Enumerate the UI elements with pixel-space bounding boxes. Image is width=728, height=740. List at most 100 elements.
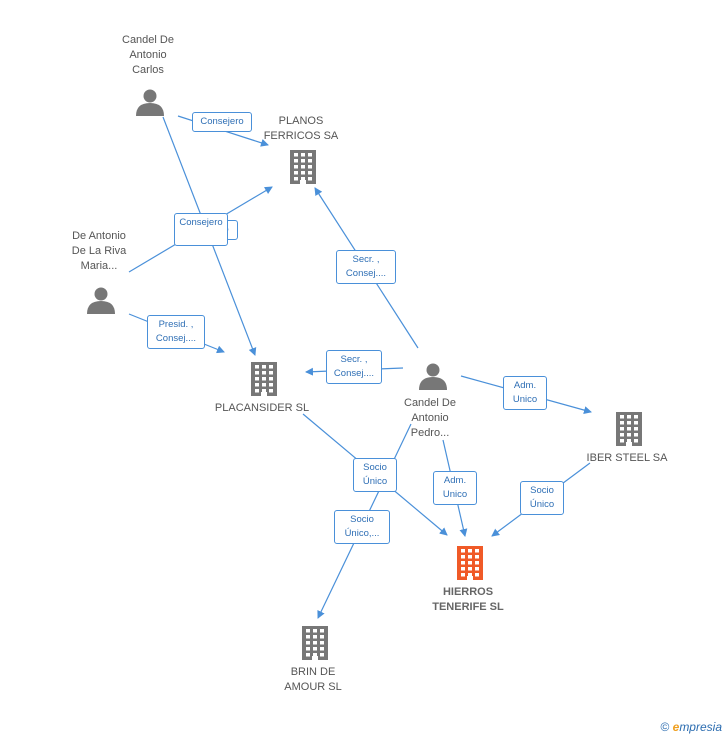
building-window — [294, 165, 298, 169]
node-label-placansider[interactable]: PLACANSIDER SL — [202, 401, 322, 416]
edge-label-e4[interactable]: Presid. ,Consej.... — [147, 315, 205, 349]
building-window — [269, 371, 273, 375]
building-window — [634, 439, 638, 443]
edge-label-line: Adm. — [443, 475, 467, 486]
building-window — [320, 629, 324, 633]
node-label-line: Candel De — [122, 34, 174, 46]
building-window — [461, 549, 465, 553]
node-label-line: De La Riva — [71, 245, 127, 257]
building-window — [468, 561, 472, 565]
building-icon[interactable] — [302, 626, 328, 660]
building-window — [306, 635, 310, 639]
node-label-line: AMOUR SL — [284, 681, 342, 693]
edge-label-e3[interactable]: Consejero — [174, 213, 228, 246]
building-window — [255, 389, 259, 393]
node-label-line: TENERIFE SL — [432, 601, 504, 613]
building-icon[interactable] — [616, 412, 642, 446]
building-window — [269, 383, 273, 387]
edge-label-line: Unico — [512, 394, 538, 405]
building-window — [634, 415, 638, 419]
building-icon[interactable] — [290, 150, 316, 184]
building-window — [255, 365, 259, 369]
building-window — [269, 377, 273, 381]
person-icon[interactable] — [87, 287, 115, 315]
building-window — [306, 653, 310, 657]
edge-label-e6[interactable]: Secr. , Consej.... — [326, 350, 382, 384]
node-label-line: FERRICOS SA — [263, 130, 339, 142]
building-window — [461, 555, 465, 559]
footer-brand[interactable]: © empresia — [660, 720, 722, 734]
person-icon[interactable] — [136, 89, 164, 117]
edge-label-line: Secr. , — [340, 354, 368, 365]
building-window — [620, 427, 624, 431]
edge-label-line: Socio — [350, 514, 374, 525]
edge-label-e7[interactable]: Adm.Unico — [503, 376, 547, 410]
building-window — [620, 433, 624, 437]
building-door — [261, 392, 267, 396]
person-body — [419, 377, 447, 390]
person-head — [143, 89, 157, 103]
node-label-line: Pedro... — [410, 427, 450, 439]
node-label-line: De Antonio — [72, 230, 126, 242]
edge-label-e1[interactable]: Consejero — [192, 112, 252, 132]
building-window — [468, 549, 472, 553]
building-window — [269, 365, 273, 369]
edge-label-line: Socio — [363, 462, 387, 473]
building-window — [262, 365, 266, 369]
building-window — [301, 165, 305, 169]
building-window — [468, 555, 472, 559]
building-window — [255, 383, 259, 387]
edge-label-line: Presid. , — [158, 319, 194, 330]
building-window — [475, 555, 479, 559]
building-window — [308, 165, 312, 169]
building-icon[interactable] — [251, 362, 277, 396]
node-label-planos-ferricos[interactable]: PLANOS FERRICOS SA — [246, 114, 356, 144]
person-icon[interactable] — [419, 363, 447, 391]
building-door — [300, 180, 306, 184]
building-window — [255, 371, 259, 375]
person-head — [94, 287, 108, 301]
building-icon[interactable] — [457, 546, 483, 580]
building-window — [269, 389, 273, 393]
building-window — [308, 171, 312, 175]
building-window — [262, 377, 266, 381]
building-window — [634, 427, 638, 431]
building-window — [475, 573, 479, 577]
node-label-iber-steel[interactable]: IBER STEEL SA — [572, 451, 682, 466]
edge-label-e8[interactable]: Adm.Unico — [433, 471, 477, 505]
building-window — [306, 629, 310, 633]
edge-label-line: Consej.... — [333, 368, 375, 379]
building-window — [320, 653, 324, 657]
building-window — [262, 389, 266, 393]
building-window — [255, 377, 259, 381]
building-window — [468, 573, 472, 577]
building-window — [468, 567, 472, 571]
building-door — [312, 656, 318, 660]
edge-label-line: Secr. , — [352, 254, 380, 265]
building-window — [313, 641, 317, 645]
building-window — [627, 433, 631, 437]
building-window — [294, 159, 298, 163]
building-window — [308, 159, 312, 163]
building-window — [306, 647, 310, 651]
copyright-symbol: © — [660, 720, 670, 734]
building-window — [620, 415, 624, 419]
edge-label-line: Consej.... — [345, 268, 387, 279]
building-window — [313, 629, 317, 633]
node-label-line: IBER STEEL SA — [586, 452, 668, 464]
building-window — [306, 641, 310, 645]
node-label-line: PLANOS — [278, 115, 324, 127]
edge-label-e5[interactable]: Secr. , Consej.... — [336, 250, 396, 284]
building-window — [320, 641, 324, 645]
building-window — [262, 371, 266, 375]
node-label-line: Antonio — [129, 49, 167, 61]
building-window — [320, 635, 324, 639]
